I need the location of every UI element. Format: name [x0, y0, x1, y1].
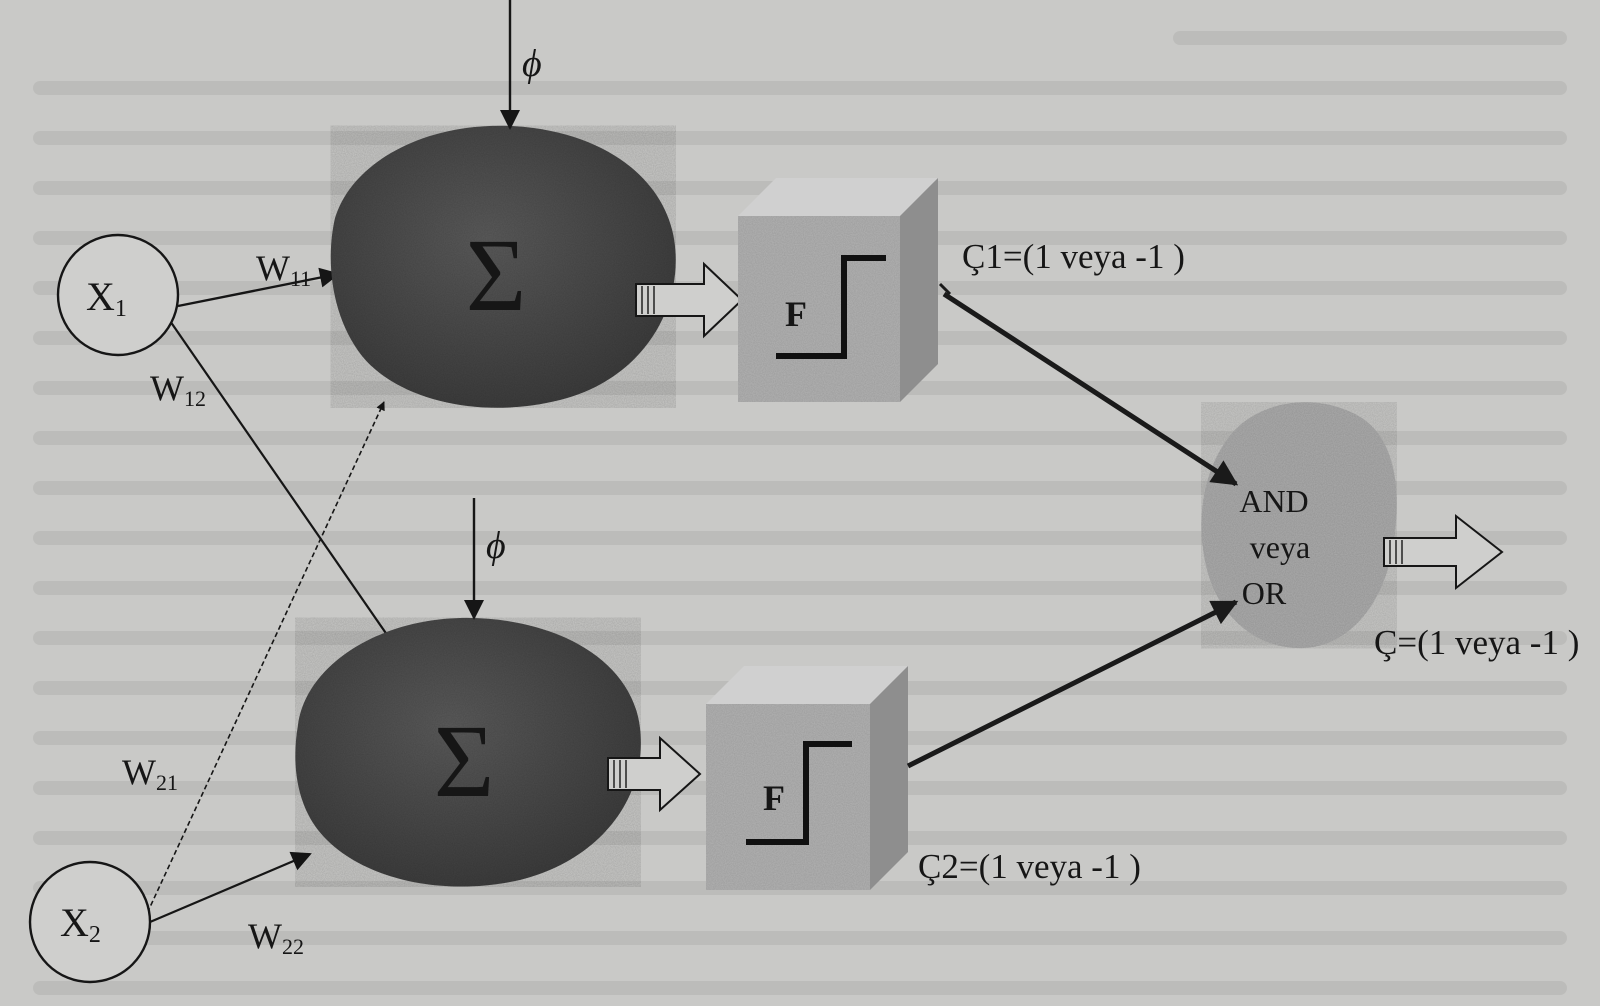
activation-box-1: F — [738, 178, 938, 402]
arrow-box2-to-combiner — [906, 599, 1239, 769]
combiner-texture — [1201, 402, 1397, 649]
input-x2-label: X2 — [60, 900, 101, 948]
neuron-1-sum-symbol: Σ — [466, 218, 527, 333]
connection-x1-to-neuron1 — [177, 267, 340, 308]
activation-function-2-label: F — [763, 778, 785, 818]
combiner-line-or: OR — [1242, 575, 1287, 611]
hollow-arrow-neuron2-to-box2 — [607, 735, 702, 813]
connection-x2-to-neuron2 — [149, 851, 312, 924]
neuron-2-sum-symbol: Σ — [434, 704, 495, 819]
weight-w11-label: W11 — [256, 248, 311, 291]
weight-w12-label: W12 — [150, 368, 206, 411]
connection-x2-to-neuron1 — [143, 401, 385, 921]
activation-function-1-label: F — [785, 294, 807, 334]
step-function-2-icon — [746, 741, 852, 845]
step-function-1-icon — [776, 255, 886, 359]
weight-w21-label: W21 — [122, 752, 178, 795]
output-c2-label: Ç2=(1 veya -1 ) — [918, 847, 1141, 886]
arrow-box1-to-combiner — [942, 291, 1239, 487]
output-final-label: Ç=(1 veya -1 ) — [1374, 623, 1579, 662]
neuron-2-texture — [295, 617, 641, 887]
combiner-line-veya: veya — [1250, 529, 1310, 565]
box1-output-tick — [938, 282, 952, 296]
output-c1-label: Ç1=(1 veya -1 ) — [962, 237, 1185, 276]
hollow-arrow-final-output — [1383, 513, 1504, 591]
activation-box-2: F — [706, 666, 908, 890]
bias-symbol-2: ϕ — [486, 525, 506, 567]
neuron-1-texture — [330, 125, 676, 408]
weight-w22-label: W22 — [248, 916, 304, 959]
bias-symbol-1: ϕ — [522, 43, 542, 85]
input-x1-label: X1 — [86, 274, 127, 322]
hollow-arrow-neuron1-to-box1 — [635, 261, 744, 339]
connection-x1-to-neuron2 — [167, 317, 393, 643]
input-node-x2 — [28, 860, 152, 984]
combiner-line-and: AND — [1239, 483, 1308, 519]
input-node-x1 — [56, 233, 180, 357]
